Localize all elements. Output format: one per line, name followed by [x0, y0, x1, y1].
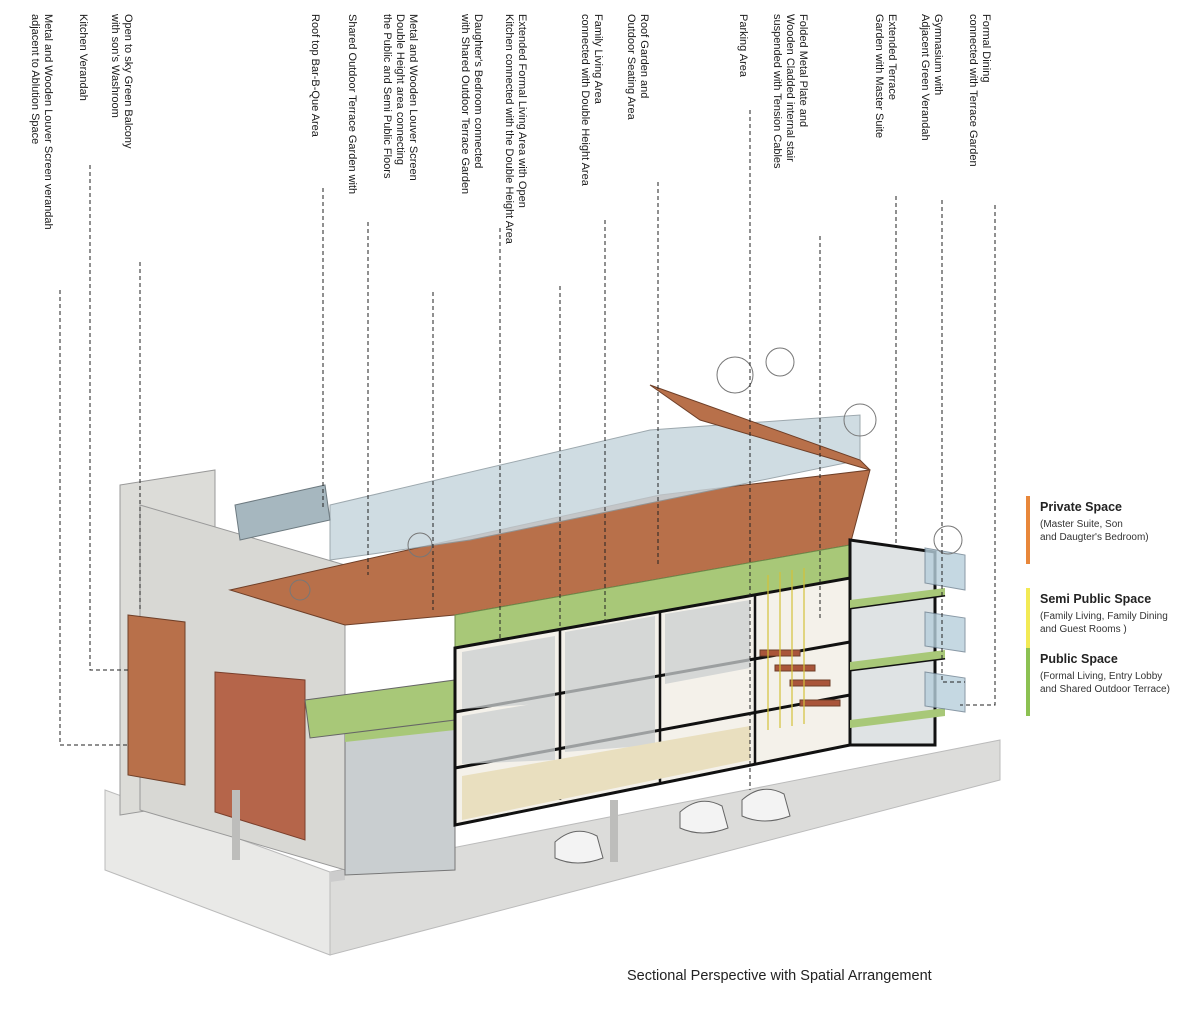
- callout-9: Family Living Area connected with Double…: [578, 14, 604, 334]
- callout-text: Gymnasium with Adjacent Green Verandah: [919, 14, 944, 141]
- legend-description: (Family Living, Family Dining and Guest …: [1040, 611, 1168, 635]
- callout-8: Extended Formal Living Area with Open Ki…: [502, 14, 528, 334]
- callout-text: Roof top Bar-B-Que Area: [309, 14, 321, 137]
- callout-7: Daughter's Bedroom connected with Shared…: [458, 14, 484, 334]
- columns: [232, 790, 618, 862]
- legend-title: Private Space: [1040, 500, 1122, 514]
- legend-swatch: [1026, 588, 1030, 656]
- callout-5: Shared Outdoor Terrace Garden with: [345, 14, 365, 334]
- callout-text: Family Living Area connected with Double…: [579, 14, 604, 186]
- callout-text: Extended Formal Living Area with Open Ki…: [503, 14, 528, 244]
- callout-leaders: [59, 110, 996, 790]
- callout-text: Folded Metal Plate and Wooden Cladded in…: [771, 14, 809, 169]
- legend-title: Semi Public Space: [1040, 592, 1152, 606]
- callout-14: Gymnasium with Adjacent Green Verandah: [918, 14, 944, 334]
- callout-10: Roof Garden and Outdoor Seating Area: [624, 14, 650, 334]
- callout-4: Roof top Bar-B-Que Area: [308, 14, 328, 334]
- right-wing: [848, 538, 937, 747]
- legend-swatch: [1026, 496, 1030, 564]
- callout-13: Extended Terrace Garden with Master Suit…: [872, 14, 898, 334]
- callout-text: Daughter's Bedroom connected with Shared…: [459, 14, 484, 195]
- trees: [289, 347, 963, 601]
- callout-text: Shared Outdoor Terrace Garden with: [346, 14, 358, 195]
- brick-wall: [214, 671, 306, 841]
- callout-text: Metal and Wooden Louver Screen verandah …: [29, 14, 54, 230]
- diagram-caption: Sectional Perspective with Spatial Arran…: [627, 968, 932, 984]
- room-interiors: [462, 600, 750, 764]
- callout-15: Formal Dining connected with Terrace Gar…: [966, 14, 992, 334]
- callout-text: Parking Area: [737, 14, 749, 77]
- callout-11: Parking Area: [736, 14, 756, 334]
- legend-title: Public Space: [1040, 652, 1118, 666]
- rooftop-back-wood: [649, 384, 871, 471]
- callout-6: Metal and Wooden Louver Screen Double He…: [380, 14, 419, 334]
- callout-text: Metal and Wooden Louver Screen Double He…: [381, 14, 419, 181]
- callout-text: Kitchen Verandah: [77, 14, 89, 101]
- callout-12: Folded Metal Plate and Wooden Cladded in…: [770, 14, 809, 334]
- callout-3: Open to sky Green Balcony with son's Was…: [108, 14, 134, 334]
- wood-louver-screen: [127, 614, 186, 786]
- living-floor: [462, 726, 750, 820]
- callout-1: Metal and Wooden Louver Screen verandah …: [28, 14, 54, 334]
- callout-text: Formal Dining connected with Terrace Gar…: [967, 14, 992, 167]
- parked-cars: [554, 788, 791, 864]
- legend-description: (Formal Living, Entry Lobby and Shared O…: [1040, 671, 1170, 695]
- left-lower-room: [344, 717, 456, 876]
- legend-description: (Master Suite, Son and Daugter's Bedroom…: [1040, 519, 1149, 543]
- right-balcony-glass: [924, 547, 966, 713]
- callout-text: Roof Garden and Outdoor Seating Area: [625, 14, 650, 120]
- callout-text: Extended Terrace Garden with Master Suit…: [873, 14, 898, 139]
- legend-swatch: [1026, 648, 1030, 716]
- callout-text: Open to sky Green Balcony with son's Was…: [109, 14, 134, 149]
- callout-2: Kitchen Verandah: [76, 14, 96, 334]
